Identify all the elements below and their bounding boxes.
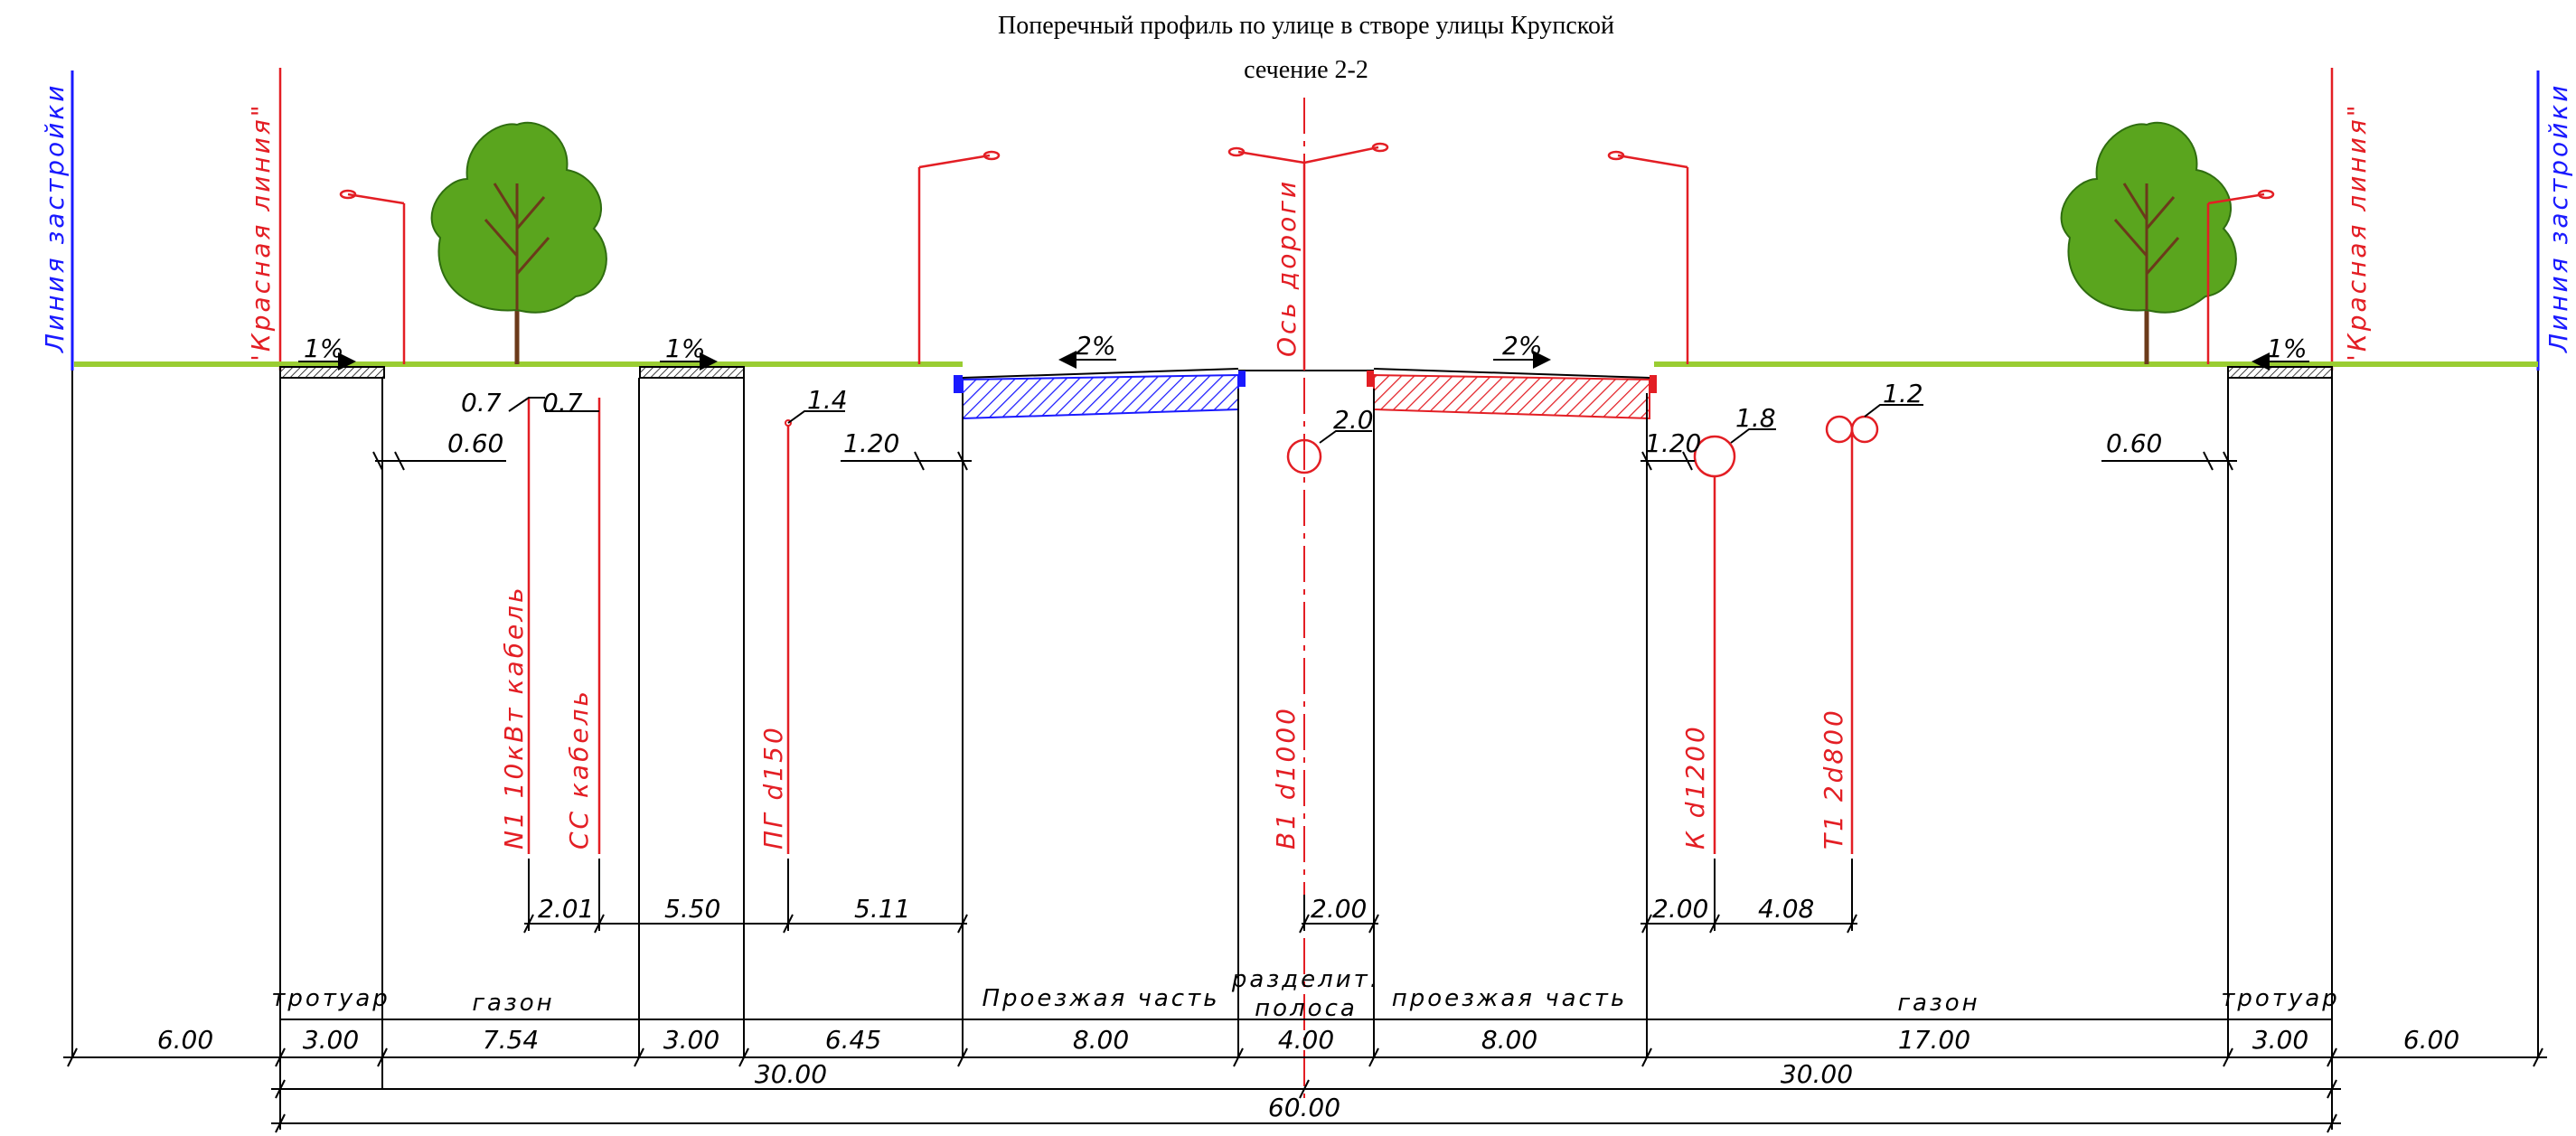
tree-left xyxy=(432,123,606,364)
seg-median-1: разделит. xyxy=(1231,966,1380,993)
seg-sidewalk-left: тротуар xyxy=(271,985,390,1012)
dim-right-curb-value: 1.20 xyxy=(1645,428,1701,458)
width-7: 4.00 xyxy=(1278,1025,1334,1055)
utility-cc-label: СС кабель xyxy=(564,689,594,850)
slope-road-left: 2% xyxy=(1076,331,1115,361)
width-10: 3.00 xyxy=(2252,1025,2308,1055)
lamp-left-2 xyxy=(917,150,1001,364)
road-surface-left xyxy=(962,368,1239,379)
tree-right xyxy=(2062,123,2236,364)
utility-t1-label: Т1 2d800 xyxy=(1819,708,1848,850)
width-4: 3.00 xyxy=(663,1025,719,1055)
seg-lawn-right: газон xyxy=(1897,990,1979,1017)
utility-v1-offset: 2.0 xyxy=(1333,405,1374,435)
slope-lawn-left: 1% xyxy=(665,333,705,363)
utility-pg-offset: 1.4 xyxy=(807,385,848,415)
utility-n1-offset: 0.7 xyxy=(461,388,502,418)
seg-median-2: полоса xyxy=(1255,995,1358,1022)
utility-pg: 1.4 ПГ d150 xyxy=(758,385,848,854)
curb-median-left xyxy=(1238,371,1246,387)
dim-right-lamp-value: 0.60 xyxy=(2106,428,2162,458)
utility-dim-3: 5.11 xyxy=(854,894,910,924)
utility-dim-2: 5.50 xyxy=(664,894,720,924)
width-1: 6.00 xyxy=(157,1025,213,1055)
segment-labels: тротуар газон Проезжая часть разделит. п… xyxy=(271,966,2340,1022)
sidewalk-left xyxy=(279,366,385,379)
red-line-left-label: "Красная линия" xyxy=(246,102,276,366)
dim-right-curb: 1.20 xyxy=(1641,428,1701,471)
carriageway-right xyxy=(1373,373,1650,420)
width-5: 6.45 xyxy=(825,1025,881,1055)
slope-road-right: 2% xyxy=(1502,331,1542,361)
width-8: 8.00 xyxy=(1481,1025,1537,1055)
width-dim-row: 6.00 3.00 7.54 3.00 6.45 8.00 4.00 8.00 … xyxy=(63,1019,2547,1067)
seg-sidewalk-right: тротуар xyxy=(2221,985,2340,1012)
utility-k: 1.8 К d1200 xyxy=(1680,403,1776,854)
lamp-right-2 xyxy=(2206,189,2275,364)
seg-carriage-left: Проезжая часть xyxy=(982,985,1219,1012)
width-2: 3.00 xyxy=(303,1025,359,1055)
utility-dim-5: 2.00 xyxy=(1652,894,1708,924)
extension-lines xyxy=(71,371,2539,1130)
total-width-row: 60.00 xyxy=(271,1093,2341,1133)
half-width-left: 30.00 xyxy=(755,1059,827,1089)
slope-sidewalk-left: 1% xyxy=(304,333,343,363)
utility-t1: 1.2 Т1 2d800 xyxy=(1819,379,1923,854)
section-label: сечение 2-2 xyxy=(1244,56,1368,84)
utility-dim-row: 2.01 5.50 5.11 2.00 2.00 4.08 xyxy=(523,859,1857,934)
utility-v1: 2.0 В1 d1000 xyxy=(1271,405,1374,850)
dim-left-lamp: 0.60 xyxy=(372,428,506,471)
dim-left-lamp-value: 0.60 xyxy=(447,428,503,458)
width-3: 7.54 xyxy=(483,1025,539,1055)
utility-dim-6: 4.08 xyxy=(1758,894,1814,924)
carriageway-left xyxy=(962,373,1239,420)
red-line-right-label: "Красная линия" xyxy=(2342,102,2372,366)
utility-n1-label: N1 10кВт кабель xyxy=(499,585,529,850)
utility-k-offset: 1.8 xyxy=(1735,403,1776,433)
utility-pg-label: ПГ d150 xyxy=(758,725,788,850)
road-axis-label: Ось дороги xyxy=(1272,179,1302,357)
drawing-title: Поперечный профиль по улице в створе ули… xyxy=(998,12,1614,40)
seg-lawn-left: газон xyxy=(472,990,554,1017)
utility-v1-label: В1 d1000 xyxy=(1271,706,1301,850)
width-11: 6.00 xyxy=(2403,1025,2459,1055)
utility-t1-offset: 1.2 xyxy=(1883,379,1923,408)
utility-cc-offset: 0.7 xyxy=(542,388,583,418)
utility-cc: 0.7 СС кабель xyxy=(542,388,601,854)
building-line-left-label: Линия застройки xyxy=(40,83,70,353)
seg-carriage-right: проезжая часть xyxy=(1392,985,1628,1012)
width-6: 8.00 xyxy=(1073,1025,1129,1055)
curb-right-outer xyxy=(1650,375,1657,393)
lamp-left-1 xyxy=(339,189,406,364)
utility-k-label: К d1200 xyxy=(1680,724,1710,850)
lamp-median xyxy=(1227,142,1389,371)
building-line-right-label: Линия застройки xyxy=(2543,83,2573,353)
dim-right-lamp: 0.60 xyxy=(2101,428,2237,471)
sidewalk-right xyxy=(2227,366,2333,379)
road-surface-right xyxy=(1373,368,1650,379)
lamp-right-1 xyxy=(1607,150,1689,364)
dim-left-curb: 1.20 xyxy=(841,428,972,471)
slope-sidewalk-right: 1% xyxy=(2267,333,2307,363)
curb-left-outer xyxy=(954,375,963,393)
utility-n1: 0.7 N1 10кВт кабель xyxy=(461,388,545,854)
utility-dim-1: 2.01 xyxy=(538,894,594,924)
width-9: 17.00 xyxy=(1898,1025,1970,1055)
utility-dim-4: 2.00 xyxy=(1311,894,1367,924)
total-width: 60.00 xyxy=(1268,1093,1340,1122)
lawn-left-path xyxy=(639,366,745,379)
curb-median-right xyxy=(1367,371,1374,387)
half-width-row: 30.00 30.00 xyxy=(271,1059,2341,1099)
dim-left-curb-value: 1.20 xyxy=(843,428,899,458)
half-width-right: 30.00 xyxy=(1781,1059,1853,1089)
